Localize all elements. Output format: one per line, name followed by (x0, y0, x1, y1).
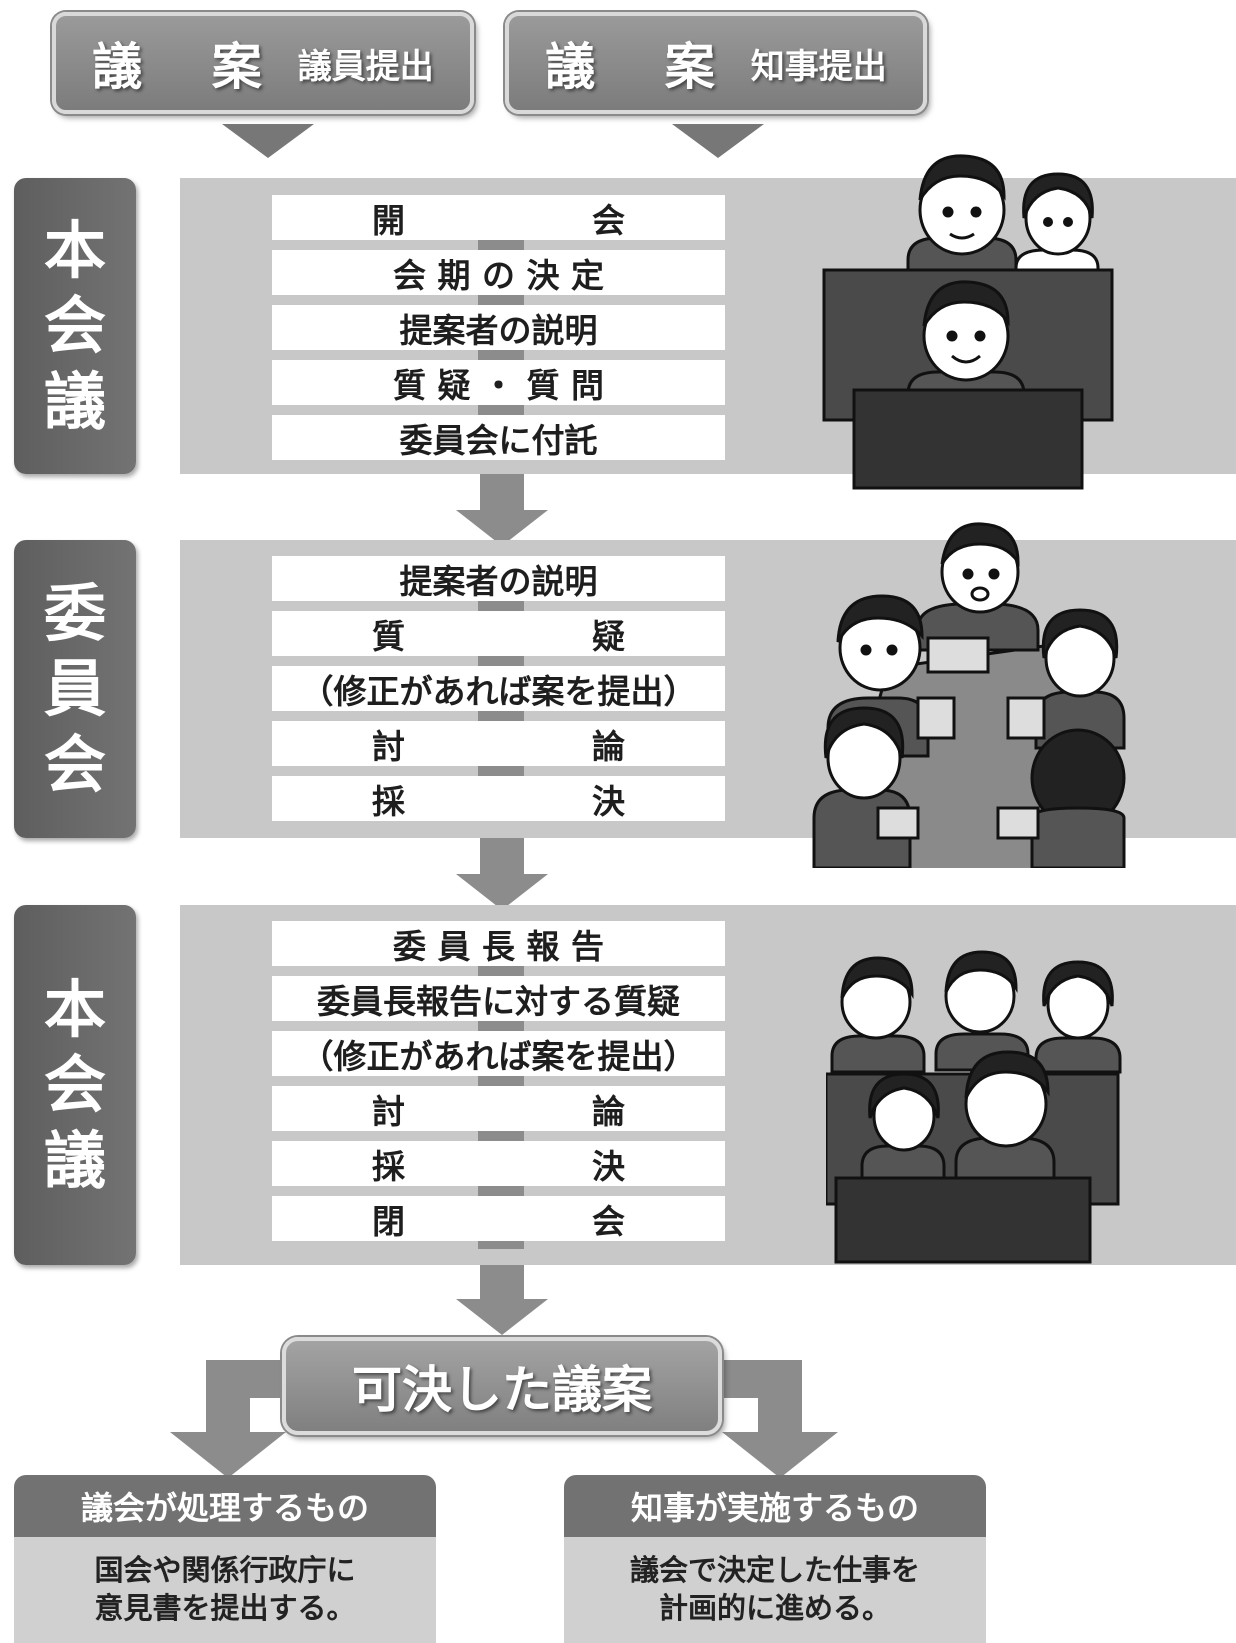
input-governor-arrow (672, 124, 764, 158)
stage3-label-char: 会 (43, 1048, 106, 1122)
stage3-label: 本 会 議 (14, 905, 136, 1265)
step-debate: 討論 (272, 1086, 725, 1131)
stage2-label: 委 員 会 (14, 540, 136, 838)
outcome-line: 意見書を提出する。 (94, 1591, 356, 1625)
outcome-assembly-card: 議会が処理するもの 国会や関係行政庁に 意見書を提出する。 (14, 1475, 436, 1643)
step-amendment: （修正があれば案を提出） (272, 666, 725, 711)
split-arrows (170, 1360, 838, 1478)
step-report-questions: 委員長報告に対する質疑 (272, 976, 725, 1021)
step-text: 閉 (372, 1201, 405, 1241)
stage3-label-char: 本 (43, 972, 106, 1046)
step-text: 会 (592, 1201, 625, 1241)
outcome-line: 国会や関係行政庁に (94, 1553, 356, 1588)
input-member-title: 議 案 (92, 38, 288, 96)
stage3-spine (478, 921, 524, 1249)
step-chair-report: 委 員 長 報 告 (272, 921, 725, 966)
step-questions: 質疑 (272, 611, 725, 656)
stage2-label-char: 員 (43, 652, 106, 726)
step-questions: 質 疑 ・ 質 問 (272, 360, 725, 405)
step-text: 疑 (592, 616, 625, 656)
outcome-line: 議会で決定した仕事を (629, 1553, 920, 1588)
step-amendment: （修正があれば案を提出） (272, 1031, 725, 1076)
outcome-governor-body: 議会で決定した仕事を 計画的に進める。 (564, 1537, 986, 1643)
step-proposer-explanation: 提案者の説明 (272, 305, 725, 350)
step-vote: 採決 (272, 1141, 725, 1186)
step-text: 討 (372, 1091, 405, 1131)
plenary-vote-illustration (826, 950, 1122, 1264)
step-proposer-explanation: 提案者の説明 (272, 556, 725, 601)
committee-meeting-illustration (812, 522, 1126, 868)
stage1-label-char: 会 (43, 289, 106, 363)
outcome-line: 計画的に進める。 (658, 1591, 891, 1625)
step-text: 採 (372, 781, 405, 821)
step-text: 会 (592, 200, 625, 240)
step-vote: 採決 (272, 776, 725, 821)
input-governor-box: 議 案 知事提出 (505, 12, 927, 114)
stage1-label-char: 議 (43, 364, 106, 438)
outcome-assembly-title: 議会が処理するもの (14, 1475, 436, 1537)
step-refer-committee: 委員会に付託 (272, 415, 725, 460)
stage3-label-char: 議 (43, 1123, 106, 1197)
step-text: 質 (372, 616, 405, 656)
step-debate: 討論 (272, 721, 725, 766)
input-member-arrow (222, 124, 314, 158)
input-governor-source: 知事提出 (750, 46, 887, 87)
passed-bill-box: 可決した議案 (282, 1337, 722, 1435)
stage1-label-char: 本 (43, 213, 106, 287)
outcome-governor-title: 知事が実施するもの (564, 1475, 986, 1537)
step-close-session: 閉会 (272, 1196, 725, 1241)
input-member-box: 議 案 議員提出 (52, 12, 474, 114)
plenary-podium-illustration (822, 154, 1114, 490)
flow-arrow (456, 1265, 548, 1335)
flow-arrow (456, 838, 548, 910)
step-text: 決 (592, 781, 625, 821)
stage2-label-char: 委 (43, 576, 106, 650)
step-text: 開 (372, 200, 405, 240)
flow-arrow (456, 474, 548, 546)
step-open-session: 開会 (272, 195, 725, 240)
step-session-decision: 会 期 の 決 定 (272, 250, 725, 295)
stage1-label: 本 会 議 (14, 178, 136, 474)
step-text: 討 (372, 726, 405, 766)
step-text: 論 (592, 1091, 625, 1131)
step-text: 論 (592, 726, 625, 766)
input-governor-title: 議 案 (545, 38, 741, 96)
outcome-governor-card: 知事が実施するもの 議会で決定した仕事を 計画的に進める。 (564, 1475, 986, 1643)
stage2-label-char: 会 (43, 727, 106, 801)
input-member-source: 議員提出 (297, 46, 434, 87)
step-text: 決 (592, 1146, 625, 1186)
outcome-assembly-body: 国会や関係行政庁に 意見書を提出する。 (14, 1537, 436, 1643)
step-text: 採 (372, 1146, 405, 1186)
